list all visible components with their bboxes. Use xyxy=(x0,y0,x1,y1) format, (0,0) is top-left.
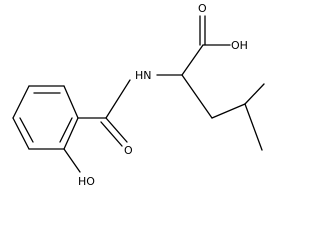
bond-ring-oh xyxy=(63,148,81,173)
bond-ring-inner-3 xyxy=(59,117,73,143)
bond-ring-6 xyxy=(63,117,79,150)
atom-o-amide: O xyxy=(124,144,133,157)
bond-n-amide-c xyxy=(105,79,131,119)
atom-oh-phenol: HO xyxy=(78,175,95,188)
bond-ring-3 xyxy=(12,85,30,119)
bond-ring-inner-2 xyxy=(19,117,34,143)
bond-amide-c-o-b xyxy=(100,121,123,147)
atom-nh: HN xyxy=(135,69,152,82)
bond-ring-4 xyxy=(12,117,30,150)
bond-amide-c-o-a xyxy=(105,117,128,143)
molecule-structure: O OH HN O HO xyxy=(12,2,265,188)
bond-ch2-ch xyxy=(211,103,246,119)
bond-ch-methyl-b xyxy=(244,103,263,151)
atom-oh-acid: OH xyxy=(231,39,248,52)
bond-ch-methyl-a xyxy=(244,83,265,105)
bond-ring-1 xyxy=(63,85,79,119)
bond-alpha-c-acid-c xyxy=(181,44,204,76)
atom-o-carbonyl-acid: O xyxy=(198,2,207,15)
bond-alpha-c-ch2 xyxy=(181,74,213,119)
